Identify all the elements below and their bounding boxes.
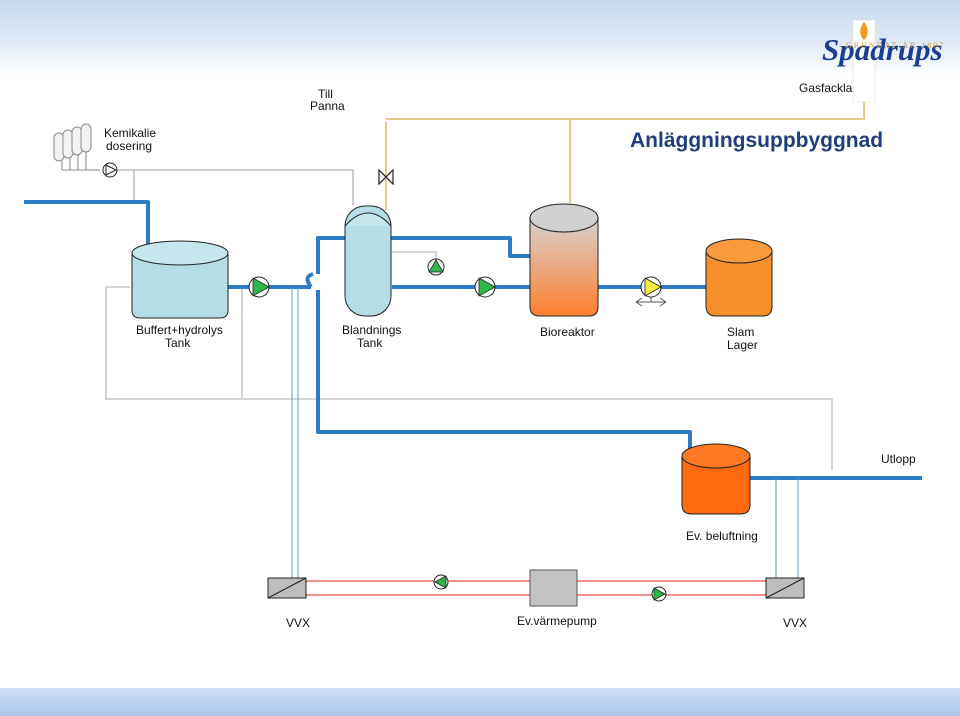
pump-5-icon — [433, 574, 449, 590]
gas-pipe-flare — [386, 102, 865, 120]
pipe-to-aeration — [316, 290, 692, 452]
kemikalie-label: Kemikalie — [104, 126, 156, 140]
heat-pipes — [306, 580, 766, 596]
gas-pipes — [385, 102, 865, 210]
logo-subtitle: GRUNDAT ÅR 1897 — [846, 41, 945, 50]
pipe-mixing-to-bioreactor — [316, 236, 530, 274]
dosering-label: dosering — [106, 139, 152, 153]
pump-3-icon — [474, 276, 496, 298]
vvx-left-label: VVX — [286, 616, 310, 630]
chemical-dosing — [53, 123, 135, 202]
valve-icon — [378, 168, 394, 186]
lager-label: Lager — [727, 338, 758, 352]
heat-pump-label: Ev.värmepump — [517, 614, 597, 628]
company-logo: Spadrups GRUNDAT ÅR 1897 — [822, 19, 945, 103]
pump-2-icon — [427, 258, 445, 276]
mixing-tank — [344, 205, 392, 317]
panna-label: Panna — [310, 99, 345, 113]
pump-1-icon — [248, 276, 270, 298]
buffer-label-2: Tank — [165, 336, 191, 350]
hx-lines — [291, 287, 799, 578]
header-band — [0, 0, 960, 75]
heat-pump — [529, 569, 578, 607]
chemical-cylinders-icon — [53, 123, 100, 171]
buffer-hydrolysis-tank — [131, 240, 229, 319]
dosing-line-mixing — [134, 169, 354, 205]
heat-exchanger-left — [267, 577, 307, 599]
water-pipes — [24, 200, 922, 480]
slam-label: Slam — [727, 325, 754, 339]
buffer-label: Buffert+hydrolys — [136, 323, 223, 337]
footer-band — [0, 688, 960, 716]
mixing-label: Blandnings — [342, 323, 401, 337]
bioreactor — [529, 203, 599, 317]
mixing-label-2: Tank — [357, 336, 383, 350]
inlet-pipe — [24, 200, 150, 246]
pump-6-icon — [651, 586, 667, 602]
beluftning-label: Ev. beluftning — [686, 529, 758, 543]
utlopp-label: Utlopp — [881, 452, 916, 466]
aeration-tank — [681, 443, 751, 515]
pipe-bridge — [305, 272, 314, 289]
dosing-line — [118, 169, 135, 202]
gasfackla-label: Gasfackla — [799, 81, 853, 95]
bioreactor-label: Bioreaktor — [540, 325, 595, 339]
vvx-right-label: VVX — [783, 616, 807, 630]
sludge-storage-tank — [705, 238, 773, 317]
dosing-pump-icon — [102, 162, 118, 178]
till-label: Till — [318, 87, 333, 101]
heat-exchanger-right — [765, 577, 805, 599]
pump-4-icon — [635, 276, 667, 307]
logo-text: Spadrups — [822, 32, 943, 67]
flame-icon — [860, 22, 868, 40]
page-title: Anläggningsuppbyggnad — [630, 129, 883, 152]
